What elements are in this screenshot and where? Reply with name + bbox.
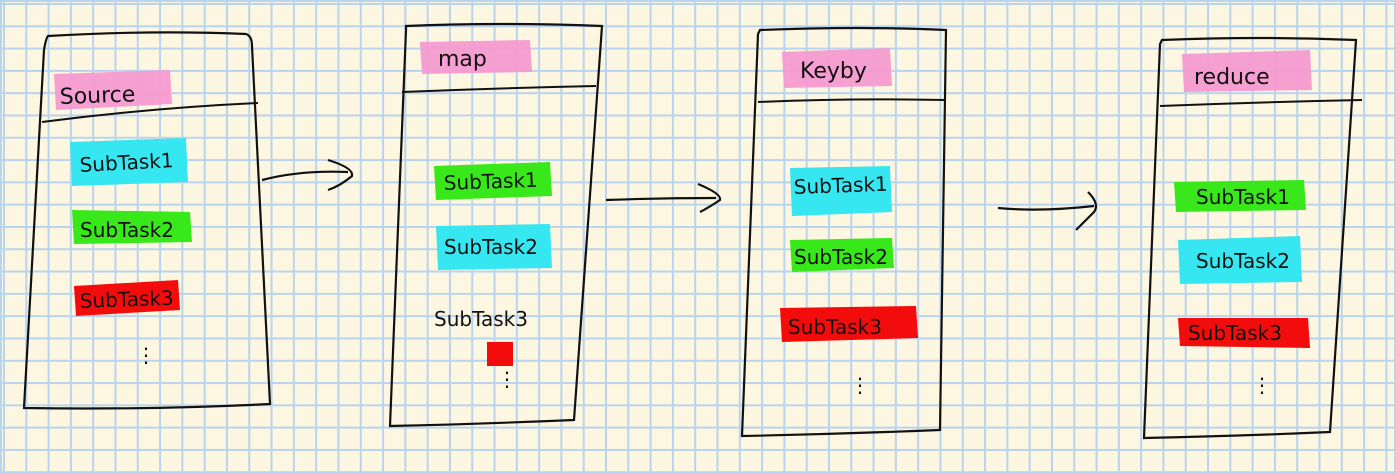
arrow-source-to-map	[261, 158, 354, 192]
task-label-keyby-3: SubTask3	[788, 315, 882, 339]
task-highlight-source-1	[70, 138, 188, 186]
ellipsis-keyby: ⋮	[850, 373, 870, 397]
task-label-map-2: SubTask2	[444, 235, 538, 259]
task-label-reduce-3: SubTask3	[1188, 321, 1282, 345]
stage-box-source	[22, 31, 272, 410]
stage-title-source: Source	[59, 82, 135, 110]
task-label-reduce-1: SubTask1	[1196, 185, 1290, 209]
task-label-reduce-2: SubTask2	[1196, 249, 1290, 273]
task-highlight-reduce-3	[1178, 318, 1310, 348]
task-label-keyby-1: SubTask1	[793, 172, 888, 199]
task-label-map-1: SubTask1	[443, 168, 538, 195]
stage-keyby: Keyby SubTask1 SubTask2 SubTask3 ⋮	[740, 26, 948, 438]
stage-box-reduce	[1142, 36, 1358, 440]
task-label-keyby-2: SubTask2	[794, 245, 888, 269]
stage-box-keyby	[740, 26, 948, 438]
task-highlight-reduce-1	[1174, 180, 1306, 212]
title-highlight-reduce	[1182, 50, 1312, 92]
title-highlight-source	[54, 70, 172, 110]
task-marker-map-3	[487, 342, 513, 366]
arrow-keyby-to-reduce	[997, 191, 1098, 231]
arrow-map-to-keyby	[605, 182, 722, 213]
task-highlight-source-2	[72, 210, 192, 244]
task-highlight-keyby-3	[780, 306, 918, 342]
task-highlight-reduce-2	[1178, 236, 1302, 284]
task-highlight-map-1	[434, 162, 552, 200]
task-label-source-2: SubTask2	[80, 218, 174, 242]
stage-reduce: reduce SubTask1 SubTask2 SubTask3 ⋮	[1142, 36, 1363, 440]
stage-map: map SubTask1 SubTask2 SubTask3 ⋮	[388, 22, 604, 428]
ellipsis-source: ⋮	[136, 343, 156, 367]
task-highlight-source-3	[74, 280, 180, 316]
stage-title-reduce: reduce	[1194, 65, 1270, 90]
stage-title-keyby: Keyby	[800, 59, 867, 84]
task-highlight-map-2	[436, 224, 552, 270]
header-divider-keyby	[757, 98, 947, 103]
title-highlight-map	[420, 40, 532, 74]
stage-source: Source SubTask1 SubTask2 SubTask3 ⋮	[22, 31, 272, 410]
ellipsis-map: ⋮	[497, 367, 517, 391]
task-label-source-1: SubTask1	[79, 148, 174, 177]
ellipsis-reduce: ⋮	[1252, 373, 1272, 397]
stage-title-map: map	[438, 47, 487, 72]
header-divider-map	[401, 85, 597, 93]
task-label-map-3: SubTask3	[434, 307, 528, 331]
task-highlight-keyby-2	[790, 238, 894, 272]
stage-box-map	[388, 22, 604, 428]
header-divider-reduce	[1159, 99, 1363, 107]
task-highlight-keyby-1	[790, 166, 892, 216]
task-label-source-3: SubTask3	[79, 286, 174, 313]
title-highlight-keyby	[782, 48, 892, 88]
header-divider-source	[41, 102, 259, 123]
